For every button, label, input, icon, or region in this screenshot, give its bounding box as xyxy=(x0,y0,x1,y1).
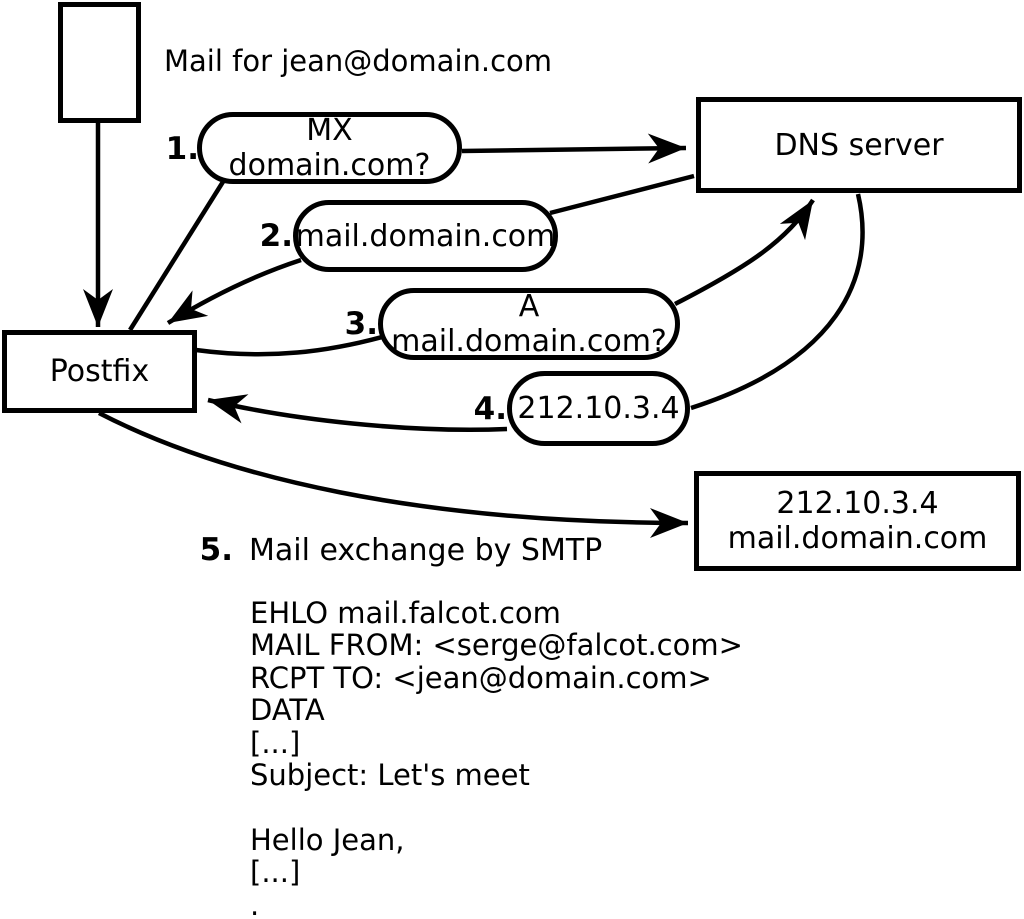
step2-pill-label: mail.domain.com xyxy=(295,218,556,254)
smtp-line-blank xyxy=(250,791,743,823)
dns-server-node: DNS server xyxy=(696,97,1022,193)
postfix-node: Postfix xyxy=(2,330,197,413)
smtp-line: DATA xyxy=(250,693,325,728)
mail-server-ip: 212.10.3.4 xyxy=(776,486,939,521)
line-postfix-to-step1 xyxy=(128,175,228,332)
message-box xyxy=(58,2,141,123)
arrow-step3-to-dns xyxy=(673,198,815,307)
smtp-line: EHLO mail.falcot.com xyxy=(250,596,561,630)
step5-number: 5. xyxy=(199,532,233,568)
dns-server-label: DNS server xyxy=(774,127,944,163)
smtp-session-text: EHLO mail.falcot.com MAIL FROM: <serge@f… xyxy=(250,597,743,919)
smtp-line: MAIL FROM: <serge@falcot.com> xyxy=(250,628,743,663)
smtp-line: [...] xyxy=(250,725,301,760)
smtp-line: RCPT TO: <jean@domain.com> xyxy=(250,660,712,695)
arrow-step1-to-dns xyxy=(461,133,687,164)
line-dns-to-step2 xyxy=(549,173,695,216)
smtp-line: [...] xyxy=(250,855,301,890)
step2-pill-mx-answer: mail.domain.com xyxy=(293,200,558,272)
arrow-step4-to-postfix xyxy=(207,394,508,432)
arrow-postfix-to-mailserver xyxy=(97,411,689,538)
smtp-line: . xyxy=(250,887,260,919)
step4-number: 4. xyxy=(473,391,507,427)
step3-number: 3. xyxy=(344,306,378,342)
line-dns-to-step4 xyxy=(690,193,865,411)
step4-pill-a-answer: 212.10.3.4 xyxy=(507,371,690,446)
step3-pill-a-query: A mail.domain.com? xyxy=(378,288,680,360)
arrow-step2-to-postfix xyxy=(166,257,302,325)
line-postfix-to-step3 xyxy=(195,334,383,357)
step2-number: 2. xyxy=(259,218,293,254)
step1-number: 1. xyxy=(165,131,199,167)
smtp-line: Hello Jean, xyxy=(250,822,405,857)
smtp-line: Subject: Let's meet xyxy=(250,758,530,793)
step3-pill-label: A mail.domain.com? xyxy=(391,289,667,359)
step1-pill-mx-query: MX domain.com? xyxy=(197,112,462,184)
step1-pill-label: MX domain.com? xyxy=(228,113,431,183)
mail-server-label: 212.10.3.4 mail.domain.com xyxy=(728,486,988,556)
mail-server-node: 212.10.3.4 mail.domain.com xyxy=(694,471,1021,571)
step5-label: Mail exchange by SMTP xyxy=(249,533,603,568)
step4-pill-label: 212.10.3.4 xyxy=(517,391,680,426)
postfix-label: Postfix xyxy=(49,354,150,389)
mail-server-hostname: mail.domain.com xyxy=(727,521,988,556)
mail-note-label: Mail for jean@domain.com xyxy=(164,44,553,78)
